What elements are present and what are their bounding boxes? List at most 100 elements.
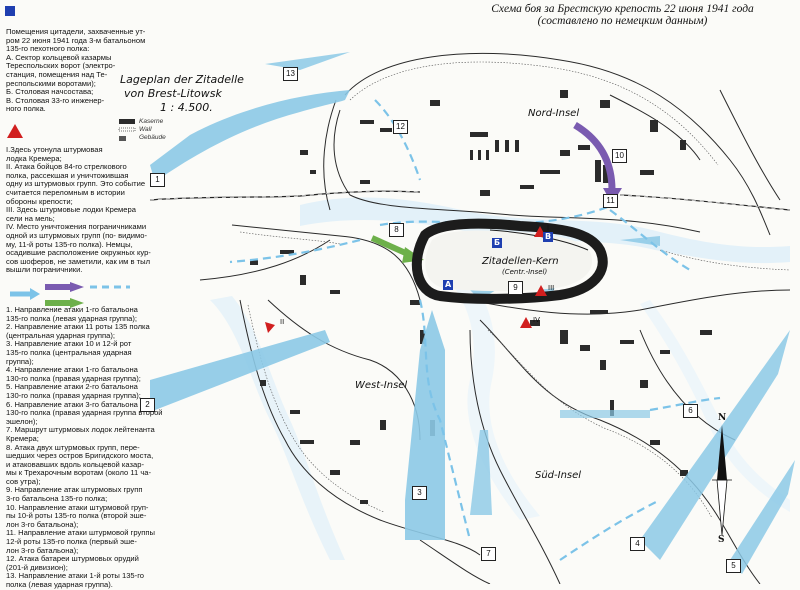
legend-line: 3. Направление атаки 10 и 12-й рот xyxy=(6,339,132,349)
route-number-box: 7 xyxy=(481,547,496,561)
building xyxy=(360,120,374,124)
sector-letter: A xyxy=(445,280,452,289)
legend-line: группа); xyxy=(6,356,34,366)
legend-line: Тереспольских ворот (электро- xyxy=(6,61,116,71)
building xyxy=(640,380,648,388)
building xyxy=(360,500,368,504)
legend-line: 135-го полка (левая ударная группа); xyxy=(6,313,137,323)
place-west-insel: West-Insel xyxy=(355,380,408,391)
legend-line: станция, помещения над Те- xyxy=(6,69,108,79)
compass-rose xyxy=(712,425,732,536)
legend-line: респольскими воротами); xyxy=(6,78,96,88)
place-citadel-core-sub: (Centr.-Insel) xyxy=(502,268,548,276)
building xyxy=(260,380,266,386)
building xyxy=(470,150,473,160)
route-number-box: 1 xyxy=(150,173,165,187)
railway xyxy=(149,190,791,211)
map-title-line: Схема боя за Брестскую крепость 22 июня … xyxy=(491,3,754,15)
legend-line: 3-го батальона 135-го полка; xyxy=(6,494,108,504)
building xyxy=(360,180,370,184)
legend-line: В. Столовая 33-го инженер- xyxy=(6,95,105,105)
building xyxy=(600,100,610,108)
building xyxy=(560,150,570,156)
building xyxy=(505,140,509,152)
legend-line: 130-го полка (правая ударная группа); xyxy=(6,390,141,400)
route-number-box: 5 xyxy=(726,559,741,573)
legend-line: 4. Направление атаки 1-го батальона xyxy=(6,365,138,375)
legend-line: А. Сектор кольцевой казармы xyxy=(6,52,112,62)
route-number-box: 11 xyxy=(603,194,618,208)
legend-line: полка, рассекшая и уничтожившая xyxy=(6,170,129,180)
building xyxy=(680,140,686,150)
building xyxy=(520,185,534,189)
legend-line: лодка Кремера; xyxy=(6,153,62,163)
map-title-de: Lageplan der Zitadelle von Brest-Litowsk… xyxy=(120,73,244,115)
legend-line: шедших через остров Бригидского моста, xyxy=(6,451,154,461)
legend-line: вышли пограничники. xyxy=(6,265,83,275)
legend-line: 6. Направление атаки 3-го батальона xyxy=(6,399,138,409)
legend-line: I.Здесь утонула штурмовая xyxy=(6,145,103,154)
building xyxy=(620,340,634,344)
building xyxy=(330,470,340,475)
building xyxy=(300,440,314,444)
legend-line: 130-го полка (правая ударная группа); xyxy=(6,373,141,383)
building xyxy=(650,120,658,132)
building xyxy=(600,360,606,370)
building xyxy=(486,150,489,160)
route-number-box: 13 xyxy=(283,67,298,81)
legend-line: 1. Направление атаки 1-го батальона xyxy=(6,305,138,314)
legend-line: осадившие расположение окружных кур- xyxy=(6,248,151,258)
route-number-box: 12 xyxy=(393,120,408,134)
event-marker-label: III xyxy=(548,284,555,292)
legend-line: 5. Направление атаки 2-го батальона xyxy=(6,382,138,392)
compass-north: N xyxy=(718,413,727,423)
key-label: Wall xyxy=(139,126,152,133)
legend-line: лон 3-го батальона); xyxy=(6,519,79,529)
legend-line: 135-го полка (центральная ударная xyxy=(6,347,132,357)
legend-line: Кремера; xyxy=(6,433,39,443)
legend-line: ного полка. xyxy=(6,104,46,114)
building xyxy=(470,132,488,137)
building xyxy=(250,260,258,265)
legend-blue-square xyxy=(5,6,15,16)
building xyxy=(595,160,601,182)
legend-line: 2. Направление атаки 11 роты 135 полка xyxy=(6,322,150,332)
legend-line: III. Здесь штурмовые лодки Кремера xyxy=(6,205,136,215)
route-number-box: 2 xyxy=(140,398,155,412)
event-marker-label: IV xyxy=(533,316,540,324)
legend-line: 10. Направление атаки штурмовой груп- xyxy=(6,502,149,512)
attack-arrows xyxy=(150,52,795,574)
building xyxy=(310,170,316,174)
building xyxy=(495,140,499,152)
legend-line: (центральная ударная группа); xyxy=(6,330,116,340)
map-scale: 1 : 4.500. xyxy=(160,101,213,114)
event-marker-label: I xyxy=(547,224,550,232)
building xyxy=(650,440,660,445)
legend-line: полка (левая ударная группа). xyxy=(6,580,113,589)
citadel-ring xyxy=(411,218,608,304)
legend-line: одной из штурмовых групп (по- видимо- xyxy=(6,230,147,240)
legend-line: 11. Направление атаки штурмовой группы xyxy=(6,528,155,538)
legend-line: II. Атака бойцов 84-го стрелкового xyxy=(6,162,127,172)
legend-line: 12-й роты 135-го полка (первый эше- xyxy=(6,537,137,547)
key-label: Gebäude xyxy=(139,134,166,141)
place-sud-insel: Süd-Insel xyxy=(535,470,582,481)
legend-line: Б. Столовая начсостава; xyxy=(6,87,94,97)
place-citadel-core: Zitadellen-Kern xyxy=(482,256,559,267)
building xyxy=(290,410,300,414)
legend-line: обороны крепости; xyxy=(6,196,73,206)
legend-line: считается переломным в истории xyxy=(6,187,125,197)
building xyxy=(560,330,568,344)
building xyxy=(478,150,481,160)
legend-key-swatches xyxy=(10,119,136,308)
building xyxy=(590,310,608,314)
route-number-box: 3 xyxy=(412,486,427,500)
route-number-box: 10 xyxy=(612,149,627,163)
legend-line: сов утра); xyxy=(6,476,41,486)
legend-line: сов шоферов, не заметили, как им в тыл xyxy=(6,256,150,266)
key-label: Kaserne xyxy=(139,118,164,125)
building xyxy=(700,330,712,335)
building xyxy=(380,420,386,430)
legend-line: му, 11-й роты 135-го полка). Немцы, xyxy=(6,239,133,249)
